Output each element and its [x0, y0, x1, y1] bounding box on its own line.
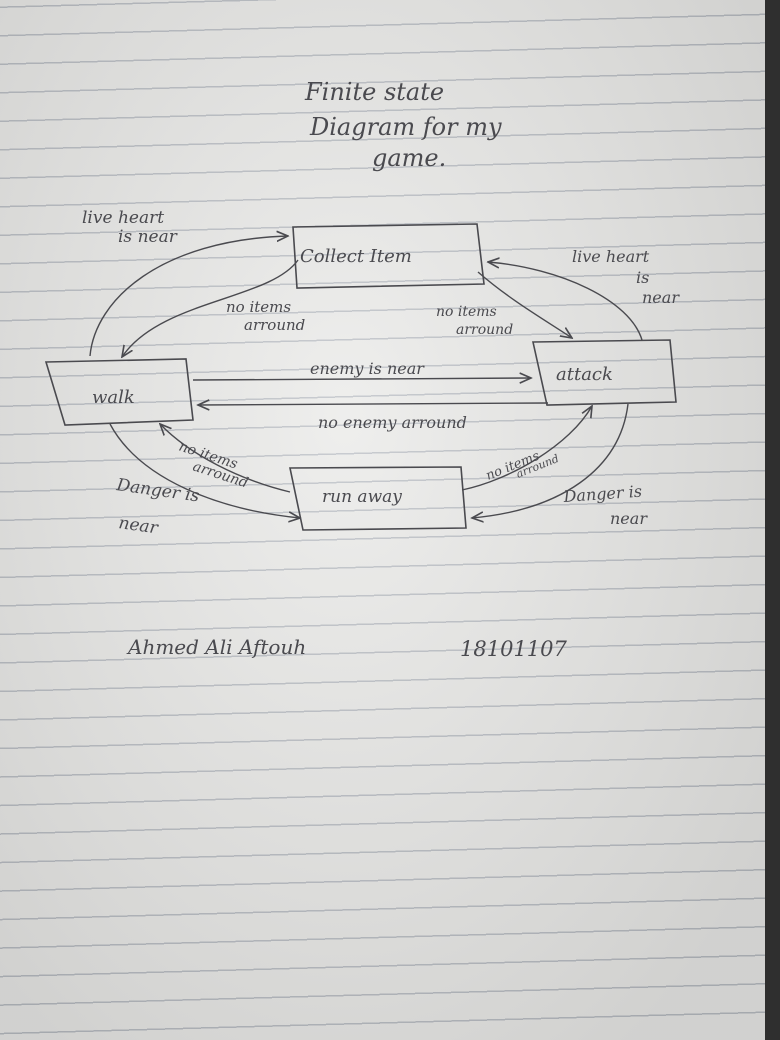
author-name: Ahmed Ali Aftouh: [126, 635, 306, 659]
state-walk-label: walk: [92, 387, 135, 408]
student-id: 18101107: [460, 637, 568, 661]
label-line: near: [610, 509, 648, 528]
label-line: arround: [244, 316, 305, 334]
label-line: near: [642, 288, 680, 307]
edge-collect-to-walk: [122, 259, 299, 357]
label-line: near: [117, 513, 160, 538]
label-collect-to-walk: no items arround: [226, 298, 305, 334]
state-run-away: run away: [289, 466, 467, 531]
state-walk: walk: [44, 358, 194, 426]
label-runaway-to-attack: no items arround: [484, 449, 561, 484]
label-walk-to-runaway: Danger is near: [114, 475, 201, 539]
table-edge: [765, 0, 780, 1040]
edge-walk-to-attack: [192, 378, 531, 380]
label-line: arround: [456, 322, 513, 338]
edge-attack-to-walk: [198, 403, 549, 405]
label-attack-to-collect: live heart is near: [572, 247, 680, 307]
label-line: is near: [118, 227, 178, 247]
label-walk-to-attack: enemy is near: [310, 359, 425, 378]
label-collect-to-attack: no items arround: [436, 304, 513, 338]
title-line-1: Finite state: [304, 78, 444, 106]
title-line-3: game.: [372, 144, 446, 172]
state-attack: attack: [532, 339, 677, 406]
label-line: no items: [436, 304, 497, 320]
label-runaway-to-walk: no items arround: [177, 439, 250, 492]
state-run-away-label: run away: [322, 487, 402, 507]
label-line: Danger is: [562, 482, 643, 506]
edge-walk-to-collect: [89, 236, 288, 357]
diagram-title: Finite state Diagram for my game.: [304, 78, 502, 172]
label-line: no items: [226, 298, 291, 316]
edge-walk-to-runaway: [109, 423, 300, 518]
state-collect-item: Collect Item: [292, 223, 485, 289]
label-line: Danger is: [114, 475, 201, 507]
state-attack-label: attack: [556, 364, 613, 385]
edge-runaway-to-walk: [160, 424, 291, 493]
edge-runaway-to-attack: [461, 406, 592, 491]
edge-attack-to-runaway: [472, 403, 629, 518]
label-line: is: [636, 268, 649, 287]
label-line: live heart: [82, 208, 164, 228]
edge-collect-to-attack: [477, 271, 572, 338]
label-attack-to-runaway: Danger is near: [562, 482, 648, 528]
label-line: live heart: [572, 247, 650, 266]
label-walk-to-collect: live heart is near: [82, 208, 178, 247]
state-collect-item-label: Collect Item: [300, 246, 412, 267]
label-attack-to-walk: no enemy arround: [318, 413, 467, 432]
title-line-2: Diagram for my: [309, 113, 502, 141]
edge-attack-to-collect: [488, 262, 643, 341]
